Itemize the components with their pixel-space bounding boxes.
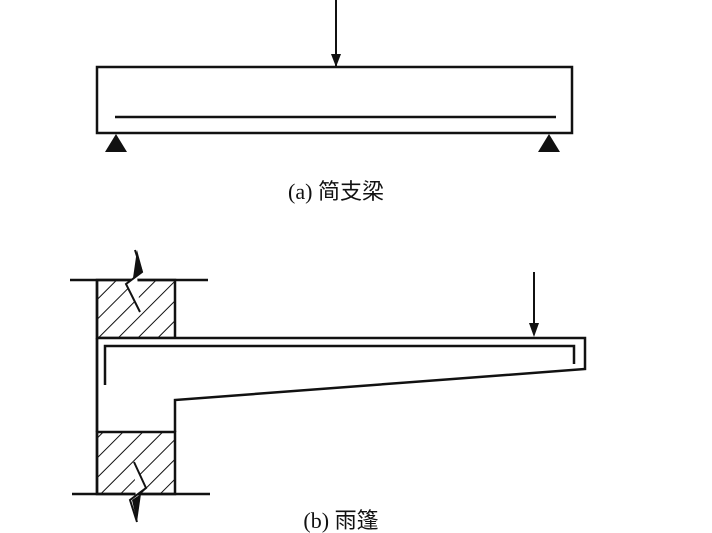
left-support-icon <box>105 134 127 152</box>
canopy-rebar <box>103 344 576 385</box>
canopy-slab <box>95 336 587 432</box>
beam-body <box>95 65 574 135</box>
canopy <box>70 249 587 523</box>
simple-beam <box>95 0 574 152</box>
caption-canopy: (b) 雨篷 <box>303 508 379 533</box>
right-support-icon <box>538 134 560 152</box>
caption-simple-beam: (a) 简支梁 <box>288 179 384 204</box>
